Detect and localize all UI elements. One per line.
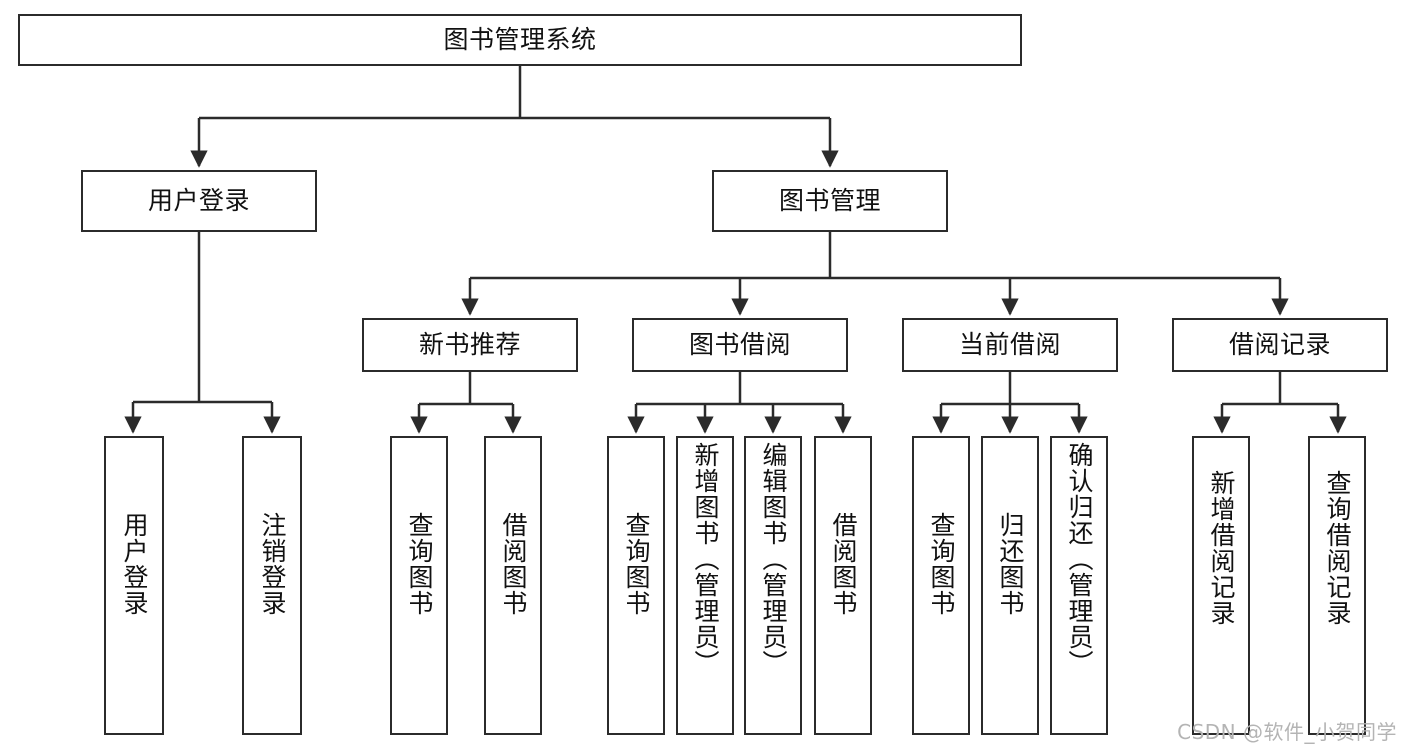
node-new-book-recommend[interactable]: 新书推荐 (362, 318, 578, 372)
node-leaf-add-book[interactable]: 新增图书（管理员） (676, 436, 734, 735)
node-leaf-edit-book[interactable]: 编辑图书（管理员） (744, 436, 802, 735)
node-root-book-management-system[interactable]: 图书管理系统 (18, 14, 1022, 66)
node-current-borrow[interactable]: 当前借阅 (902, 318, 1118, 372)
node-label: 查询图书 (622, 512, 651, 616)
node-label: 借阅记录 (1228, 330, 1331, 360)
node-leaf-borrow-book-1[interactable]: 借阅图书 (484, 436, 542, 735)
node-label: 查询图书 (927, 512, 956, 616)
node-label: 图书管理系统 (443, 25, 597, 55)
node-label: 新增图书（管理员） (691, 442, 720, 676)
node-label: 查询借阅记录 (1323, 470, 1352, 626)
node-label: 用户登录 (147, 186, 250, 216)
node-label: 借阅图书 (829, 512, 858, 616)
node-user-login[interactable]: 用户登录 (81, 170, 317, 232)
node-label: 当前借阅 (958, 330, 1061, 360)
node-label: 新增借阅记录 (1207, 470, 1236, 626)
node-leaf-add-record[interactable]: 新增借阅记录 (1192, 436, 1250, 735)
node-label: 新书推荐 (418, 330, 521, 360)
node-leaf-user-login[interactable]: 用户登录 (104, 436, 164, 735)
node-leaf-query-book-2[interactable]: 查询图书 (607, 436, 665, 735)
node-leaf-borrow-book-2[interactable]: 借阅图书 (814, 436, 872, 735)
node-label: 用户登录 (120, 512, 149, 616)
node-borrow-record[interactable]: 借阅记录 (1172, 318, 1388, 372)
node-label: 编辑图书（管理员） (759, 442, 788, 676)
node-leaf-query-book-1[interactable]: 查询图书 (390, 436, 448, 735)
node-leaf-return-book[interactable]: 归还图书 (981, 436, 1039, 735)
node-label: 图书管理 (778, 186, 881, 216)
node-leaf-confirm-return[interactable]: 确认归还（管理员） (1050, 436, 1108, 735)
node-label: 归还图书 (996, 512, 1025, 616)
node-book-borrow[interactable]: 图书借阅 (632, 318, 848, 372)
node-label: 确认归还（管理员） (1065, 442, 1094, 676)
node-label: 查询图书 (405, 512, 434, 616)
node-leaf-logout-login[interactable]: 注销登录 (242, 436, 302, 735)
node-label: 借阅图书 (499, 512, 528, 616)
node-leaf-query-book-3[interactable]: 查询图书 (912, 436, 970, 735)
node-label: 图书借阅 (688, 330, 791, 360)
node-book-manage[interactable]: 图书管理 (712, 170, 948, 232)
csdn-watermark: CSDN @软件_小贺同学 (1177, 720, 1397, 744)
node-leaf-query-record[interactable]: 查询借阅记录 (1308, 436, 1366, 735)
node-label: 注销登录 (258, 512, 287, 616)
